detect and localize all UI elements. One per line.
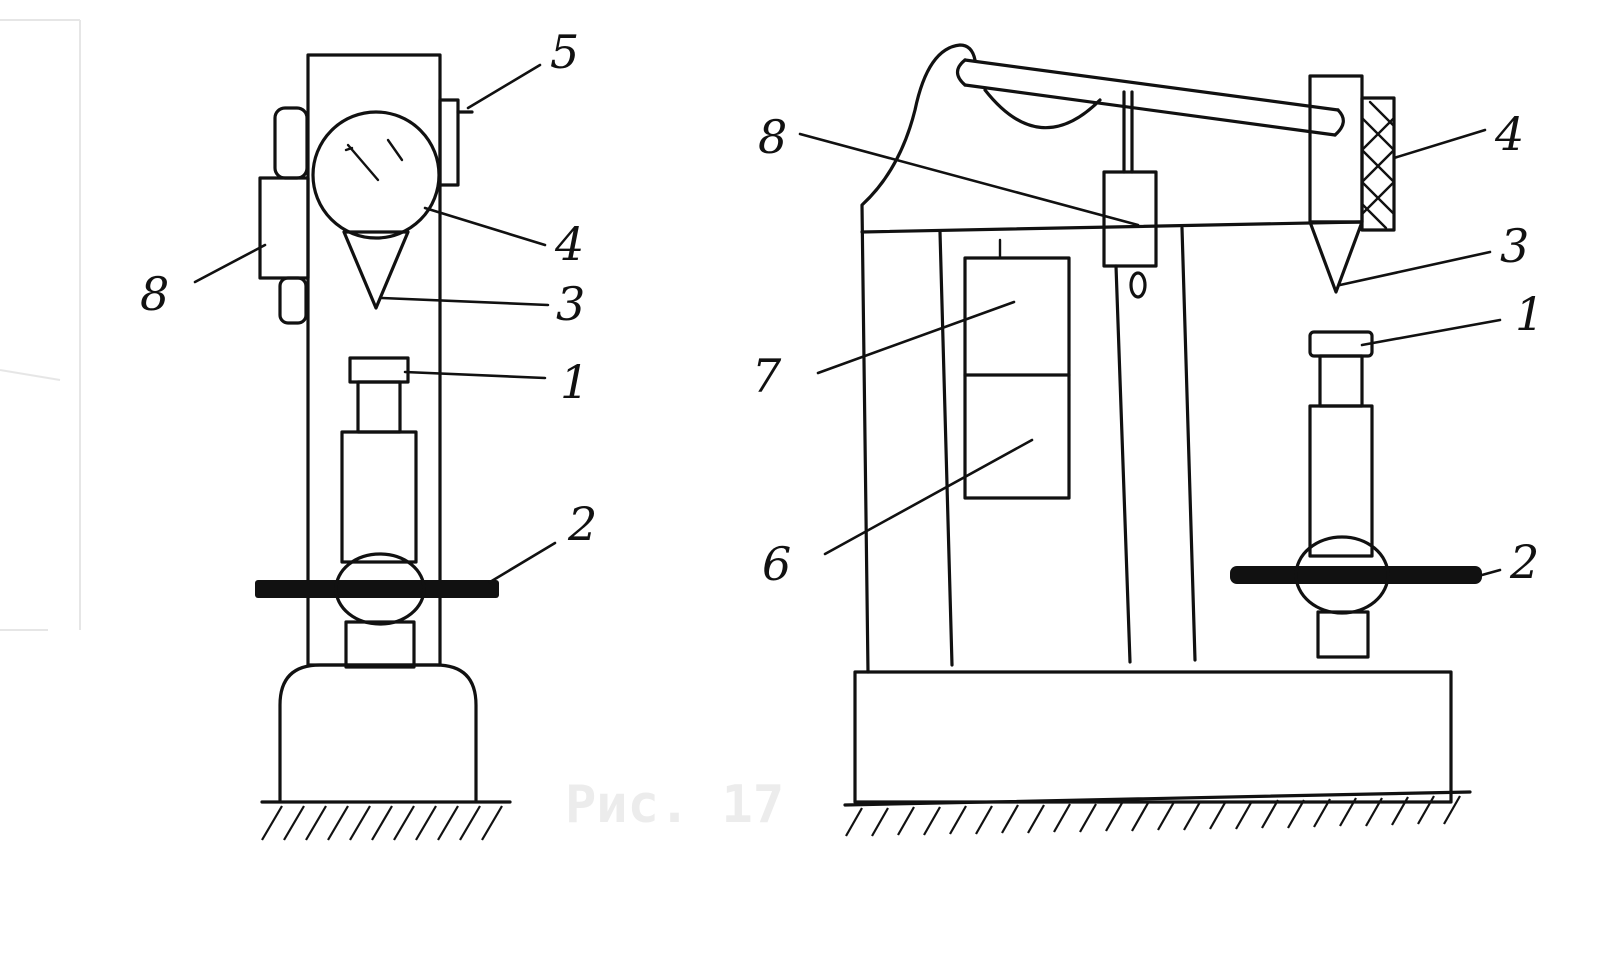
right-label-8: 8 xyxy=(758,110,787,164)
right-label-6: 6 xyxy=(762,537,791,591)
right-frame xyxy=(860,43,977,674)
left-label-3: 3 xyxy=(556,277,585,331)
right-label-2: 2 xyxy=(1509,535,1539,589)
right-label-3: 3 xyxy=(1500,219,1529,273)
left-handle-5 xyxy=(438,98,460,187)
right-indenter xyxy=(1308,220,1364,294)
right-window xyxy=(963,256,1071,500)
right-weight-block xyxy=(1102,170,1158,268)
right-knurled-knob xyxy=(1360,96,1396,232)
right-handwheel xyxy=(1230,566,1482,584)
left-label-4: 4 xyxy=(554,217,584,271)
left-weight-block xyxy=(258,176,310,280)
right-lever-arm xyxy=(955,58,1345,137)
left-label-5: 5 xyxy=(550,25,579,79)
figure-caption: Рис. 17 xyxy=(565,775,784,835)
left-base xyxy=(278,663,478,802)
left-ground-hatching xyxy=(261,805,503,841)
left-dial-indicator xyxy=(311,110,441,240)
scan-remnants xyxy=(0,19,81,631)
left-label-1: 1 xyxy=(560,355,589,409)
left-hardness-tester: 5 4 3 8 1 2 xyxy=(140,25,597,841)
right-label-4: 4 xyxy=(1494,107,1524,161)
left-indenter xyxy=(342,230,410,310)
right-ground-hatching xyxy=(845,795,1461,837)
right-label-1: 1 xyxy=(1515,287,1544,341)
left-label-2: 2 xyxy=(567,497,597,551)
left-handwheel xyxy=(255,580,499,598)
right-label-7: 7 xyxy=(752,349,782,403)
right-hardness-tester: 8 4 3 1 7 6 2 xyxy=(752,43,1544,837)
right-base xyxy=(853,670,1453,804)
left-specimen-table xyxy=(348,356,410,384)
left-label-8: 8 xyxy=(140,267,169,321)
